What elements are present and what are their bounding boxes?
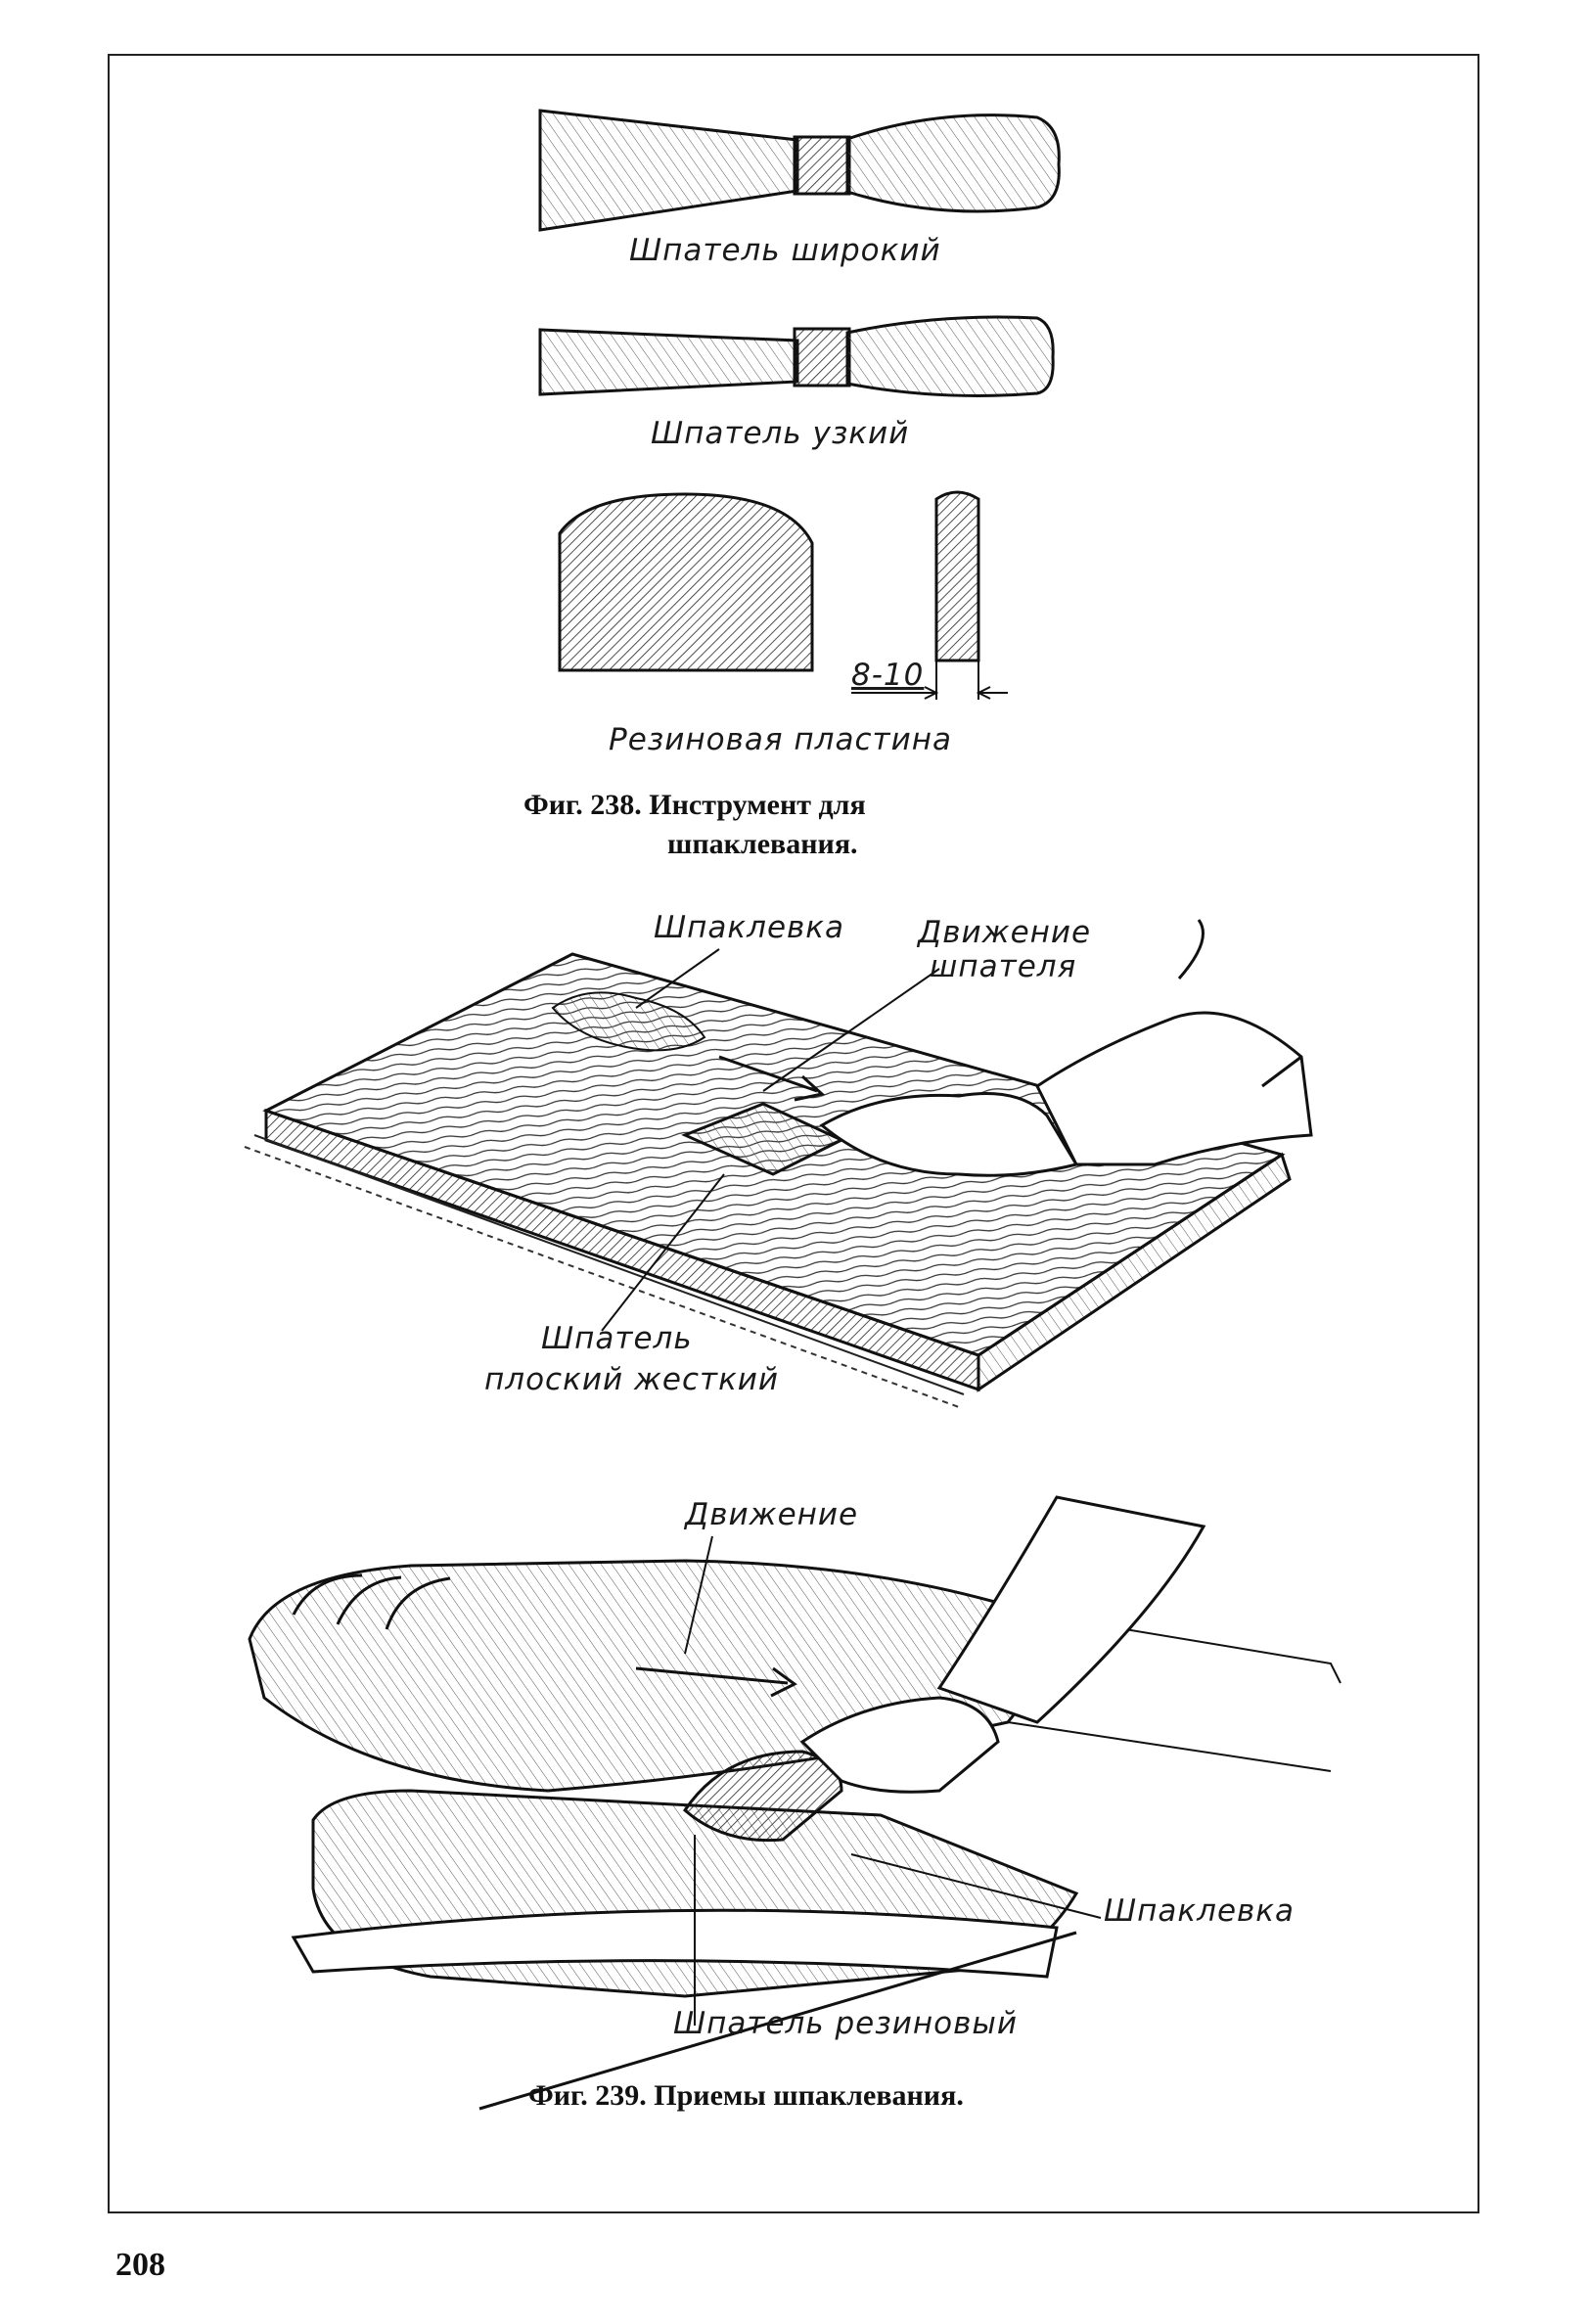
label-spatula-flat-1: Шпатель (541, 1321, 693, 1356)
label-putty-top: Шпаклевка (654, 910, 845, 945)
wide-spatula-drawing (538, 109, 1061, 232)
label-putty-bottom: Шпаклевка (1104, 1893, 1296, 1929)
rubber-plate-drawing (558, 490, 1008, 700)
board-drawing (244, 919, 1313, 1408)
page-number: 208 (115, 2247, 165, 2283)
label-wide-spatula: Шпатель широкий (629, 233, 941, 268)
airplane-part-drawing (248, 1495, 1341, 2111)
label-spatula-flat-2: плоский жесткий (484, 1362, 780, 1397)
label-motion-bottom: Движение (685, 1497, 859, 1532)
label-dimension: 8-10 (851, 658, 925, 693)
label-motion-top-2: шпателя (930, 949, 1077, 984)
caption-fig-238-line1: Фиг. 238. Инструмент для (523, 789, 866, 821)
caption-fig-238-line2: шпаклевания. (667, 828, 858, 860)
narrow-spatula-drawing (538, 315, 1055, 397)
label-rubber-plate: Резиновая пластина (609, 722, 952, 757)
page-frame (108, 54, 1479, 2213)
caption-fig-239: Фиг. 239. Приемы шпаклевания. (528, 2079, 964, 2112)
label-rubber-spatula: Шпатель резиновый (673, 2006, 1018, 2041)
label-narrow-spatula: Шпатель узкий (651, 416, 910, 451)
label-motion-top-1: Движение (918, 915, 1092, 950)
